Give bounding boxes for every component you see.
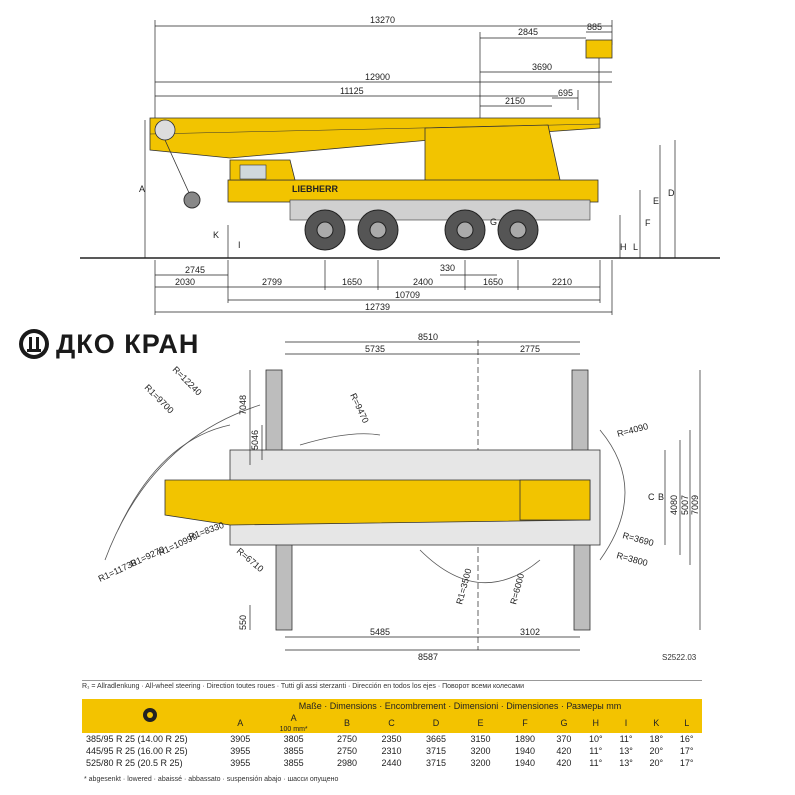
dim-4080: 4080 <box>669 495 679 515</box>
col-l: L <box>671 713 702 733</box>
dim-7048: 7048 <box>238 395 248 415</box>
dim-550: 550 <box>238 615 248 630</box>
tyre-icon <box>82 699 218 733</box>
dim-885: 885 <box>587 22 602 32</box>
table-title: Maße · Dimensions · Encombrement · Dimen… <box>218 699 702 713</box>
dim-2400: 2400 <box>413 277 433 287</box>
dim-1650a: 1650 <box>342 277 362 287</box>
col-k: K <box>641 713 672 733</box>
col-i: I <box>610 713 642 733</box>
col-h: H <box>580 713 611 733</box>
letter-g: G <box>490 217 497 227</box>
radius-r12240: R=12240 <box>171 364 204 397</box>
dim-3102: 3102 <box>520 627 540 637</box>
radius-r6000: R=6000 <box>508 572 526 605</box>
dim-330: 330 <box>440 263 455 273</box>
drawing-code: S2522.03 <box>662 653 697 662</box>
dim-3690: 3690 <box>532 62 552 72</box>
col-f: F <box>502 713 548 733</box>
side-top-dimensions <box>154 20 613 180</box>
dim-2745: 2745 <box>185 265 205 275</box>
letter-k: K <box>213 230 219 240</box>
col-b: B <box>324 713 370 733</box>
letter-f: F <box>645 218 651 228</box>
outriggers <box>265 369 591 631</box>
radius-r4090: R=4090 <box>616 421 649 439</box>
dim-5485: 5485 <box>370 627 390 637</box>
dim-695: 695 <box>558 88 573 98</box>
dim-12900: 12900 <box>365 72 390 82</box>
dim-2210: 2210 <box>552 277 572 287</box>
radius-r1-11730: R1=11730 <box>97 557 138 583</box>
col-d: D <box>413 713 459 733</box>
side-view-drawing: 13270 2845 885 3690 12900 11125 2150 695… <box>80 15 720 315</box>
radius-r6710: R=6710 <box>235 546 266 574</box>
dim-2150: 2150 <box>505 96 525 106</box>
dimension-table: Maße · Dimensions · Encombrement · Dimen… <box>82 699 702 769</box>
radius-r9470: R=9470 <box>348 392 370 425</box>
dim-5735: 5735 <box>365 344 385 354</box>
col-g: G <box>547 713 581 733</box>
dim-2845: 2845 <box>518 27 538 37</box>
col-e: E <box>458 713 503 733</box>
side-bottom-dimensions <box>154 260 613 315</box>
superstructure <box>424 124 561 183</box>
wheels <box>304 209 539 251</box>
dim-2775: 2775 <box>520 344 540 354</box>
dim-2030: 2030 <box>175 277 195 287</box>
dim-8510: 8510 <box>418 332 438 342</box>
dim-13270: 13270 <box>370 15 395 25</box>
radius-r3800: R=3800 <box>615 550 648 568</box>
letter-h: H <box>620 242 627 252</box>
col-c: C <box>369 713 414 733</box>
top-boom <box>164 479 591 526</box>
letter-c: C <box>648 492 655 502</box>
dim-1650b: 1650 <box>483 277 503 287</box>
brand-logo-icon <box>19 329 49 359</box>
top-view-drawing: 8510 5735 2775 R=12240 R1=9700 R=9470 R=… <box>97 332 701 662</box>
brand: ДКО КРАН <box>18 328 199 360</box>
letter-d: D <box>668 188 675 198</box>
table-title-row: Maße · Dimensions · Encombrement · Dimen… <box>82 699 702 733</box>
dim-10709: 10709 <box>395 290 420 300</box>
letter-l: L <box>633 242 638 252</box>
dim-5046: 5046 <box>250 430 260 450</box>
steering-legend: R₁ = Allradlenkung · All-wheel steering … <box>82 680 702 690</box>
radius-r1-3500: R1=3500 <box>454 567 473 605</box>
letter-i: I <box>238 240 241 250</box>
dim-8587: 8587 <box>418 652 438 662</box>
liebherr-cab-lettering: LIEBHERR <box>292 184 339 194</box>
dim-2799: 2799 <box>262 277 282 287</box>
dim-7009: 7009 <box>690 495 700 515</box>
brand-name: ДКО КРАН <box>56 328 200 359</box>
dim-11125: 11125 <box>340 86 364 96</box>
dim-12739: 12739 <box>365 302 390 312</box>
letter-e: E <box>653 196 659 206</box>
dim-5007: 5007 <box>680 495 690 515</box>
col-a: A <box>218 713 263 733</box>
letter-b: B <box>658 492 664 502</box>
table-footnote: * abgesenkt · lowered · abaissé · abbass… <box>84 776 339 783</box>
radius-r1-9700: R1=9700 <box>143 382 176 415</box>
radius-r3690: R=3690 <box>621 530 654 548</box>
letter-a: A <box>139 184 145 194</box>
